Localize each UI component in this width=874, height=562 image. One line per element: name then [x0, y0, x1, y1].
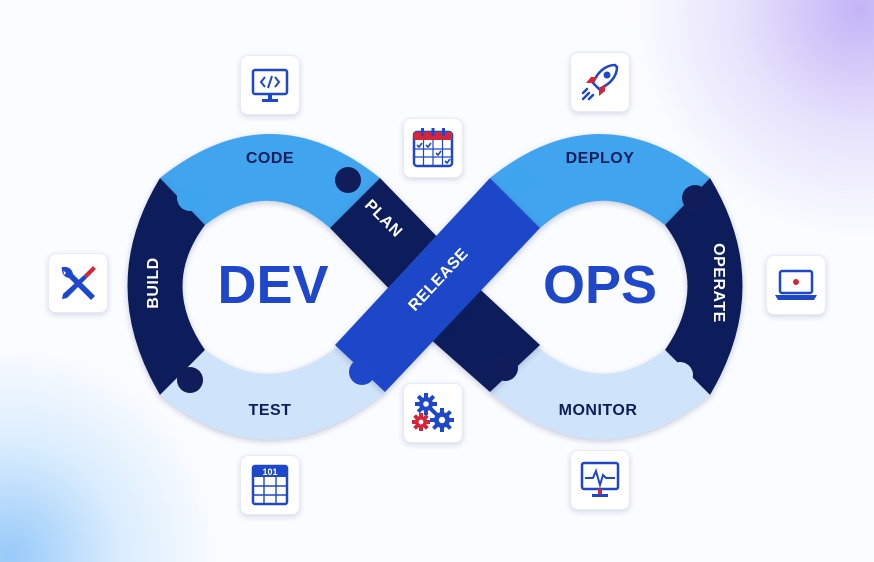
- monitor-segment: [490, 345, 710, 440]
- build-segment: [127, 178, 205, 395]
- binary-text: 101: [262, 467, 277, 477]
- heartbeat-monitor-icon: [570, 450, 630, 510]
- puzzle-knob: [177, 367, 203, 393]
- puzzle-knob: [349, 359, 375, 385]
- puzzle-knob: [667, 362, 693, 388]
- deploy-label: DEPLOY: [566, 150, 635, 167]
- calendar-icon: [403, 118, 463, 178]
- puzzle-knob: [335, 167, 361, 193]
- binary-table-icon: 101: [240, 455, 300, 515]
- code-label: CODE: [246, 150, 294, 167]
- ops-title: OPS: [543, 255, 657, 315]
- test-label: TEST: [249, 402, 292, 419]
- puzzle-knob: [177, 185, 203, 211]
- dev-title: DEV: [217, 255, 328, 315]
- operate-label: OPERATE: [710, 243, 727, 323]
- code-segment: [160, 134, 380, 228]
- monitor-label: MONITOR: [559, 402, 638, 419]
- rocket-icon: [570, 52, 630, 112]
- release-segment: [335, 178, 540, 392]
- test-segment: [160, 345, 385, 440]
- puzzle-knob: [682, 185, 708, 211]
- gears-icon: [403, 383, 463, 443]
- code-monitor-icon: [240, 55, 300, 115]
- puzzle-knob: [492, 355, 518, 381]
- operate-segment: [665, 178, 743, 395]
- deploy-segment: [490, 134, 710, 228]
- tools-icon: [48, 253, 108, 313]
- puzzle-knob: [507, 167, 533, 193]
- build-label: BUILD: [145, 257, 162, 308]
- laptop-icon: [766, 255, 826, 315]
